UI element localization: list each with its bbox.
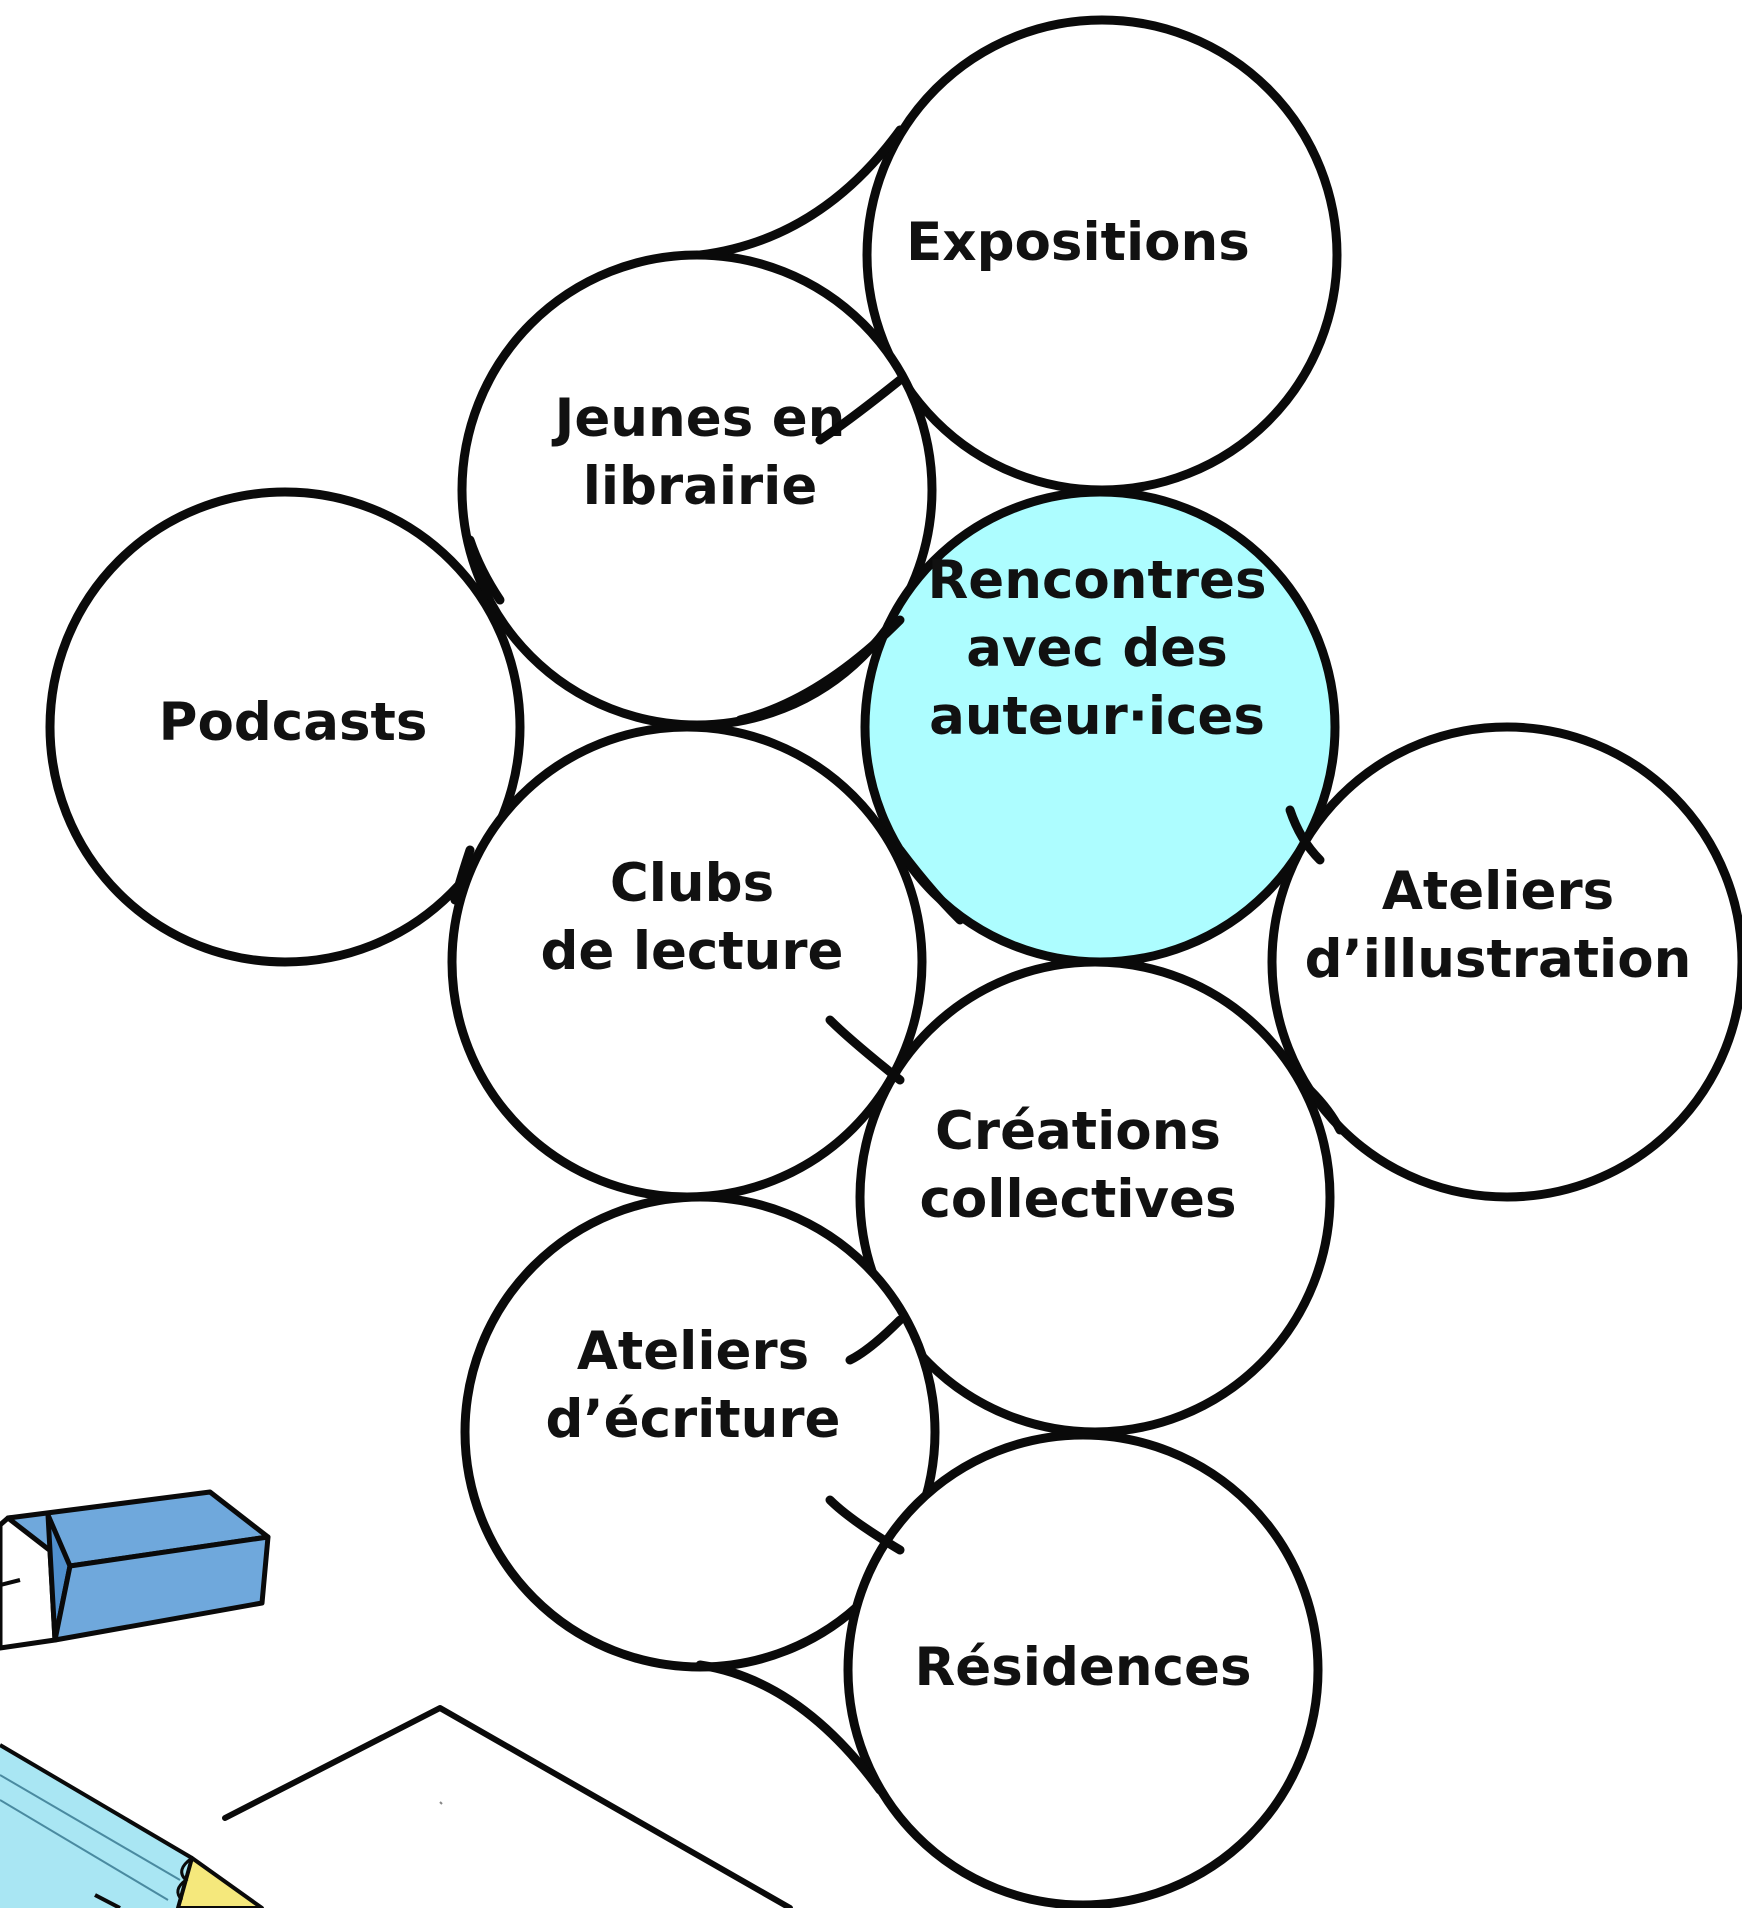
bubble-label: Clubs de lecture — [540, 853, 843, 982]
bubble-label: Podcasts — [159, 692, 428, 753]
bubble-label-line: auteur·ices — [929, 686, 1265, 747]
bubble-creations: Créations collectives — [855, 957, 1335, 1437]
bubble-label-line: Ateliers — [1382, 861, 1614, 922]
bubble-label: Expositions — [906, 212, 1250, 273]
bubble-label-line: Ateliers — [577, 1321, 809, 1382]
bubble-label-line: Expositions — [906, 212, 1250, 273]
bubble-label-line: avec des — [966, 618, 1228, 679]
bubble-label: Résidences — [915, 1637, 1252, 1698]
bubble-expositions: Expositions — [862, 15, 1342, 495]
bubble-label: Ateliers d’écriture — [546, 1321, 841, 1450]
bubble-connector — [895, 845, 965, 925]
bubble-label-line: Clubs — [610, 853, 774, 914]
bubble-label-line: Créations — [935, 1101, 1221, 1162]
bubble-label-line: Jeunes en — [552, 388, 846, 449]
bubble-circle — [45, 487, 525, 967]
bubble-illustration: Ateliers d’illustration — [1267, 722, 1742, 1202]
bubble-connector — [825, 1495, 905, 1555]
bubble-label-line: librairie — [583, 456, 818, 517]
bubble-ecriture: Ateliers d’écriture — [460, 1192, 940, 1672]
bubble-label-line: de lecture — [540, 921, 843, 982]
bubble-label: Rencontres avec des auteur·ices — [927, 550, 1266, 747]
bubble-circle — [843, 1430, 1323, 1908]
bubble-label: Créations collectives — [919, 1101, 1236, 1230]
bubble-connector — [815, 375, 905, 445]
bubble-podcasts: Podcasts — [45, 487, 525, 967]
bubble-connector — [450, 845, 475, 905]
eraser-icon — [0, 1489, 271, 1651]
bubble-clubs: Clubs de lecture — [447, 722, 927, 1202]
bubble-connector — [465, 535, 505, 605]
bubble-connector — [1305, 1085, 1345, 1135]
paper-sheet-icon — [222, 1705, 793, 1908]
bubble-connector — [735, 615, 905, 725]
bubble-rencontres: Rencontres avec des auteur·ices — [860, 487, 1340, 967]
bubble-circle — [1267, 722, 1742, 1202]
bubble-label-line: Podcasts — [159, 692, 428, 753]
bubble-connector — [845, 1315, 905, 1365]
pencil-icon — [0, 1743, 264, 1908]
bubble-label: Ateliers d’illustration — [1305, 861, 1692, 990]
bubble-label-line: collectives — [919, 1169, 1236, 1230]
bubble-connector — [695, 125, 905, 260]
bubble-connector — [825, 1015, 905, 1085]
bubble-label-line: Résidences — [915, 1637, 1252, 1698]
bubble-residences: Résidences — [843, 1430, 1323, 1908]
bubble-connectors — [450, 125, 1345, 1795]
bubble-label-line: Rencontres — [927, 550, 1266, 611]
bubble-connector — [695, 1660, 885, 1795]
bubble-label-line: d’illustration — [1305, 929, 1692, 990]
bubble-connector — [1285, 805, 1325, 865]
bubble-label-line: d’écriture — [546, 1389, 841, 1450]
bubble-label: Jeunes en librairie — [552, 388, 846, 517]
